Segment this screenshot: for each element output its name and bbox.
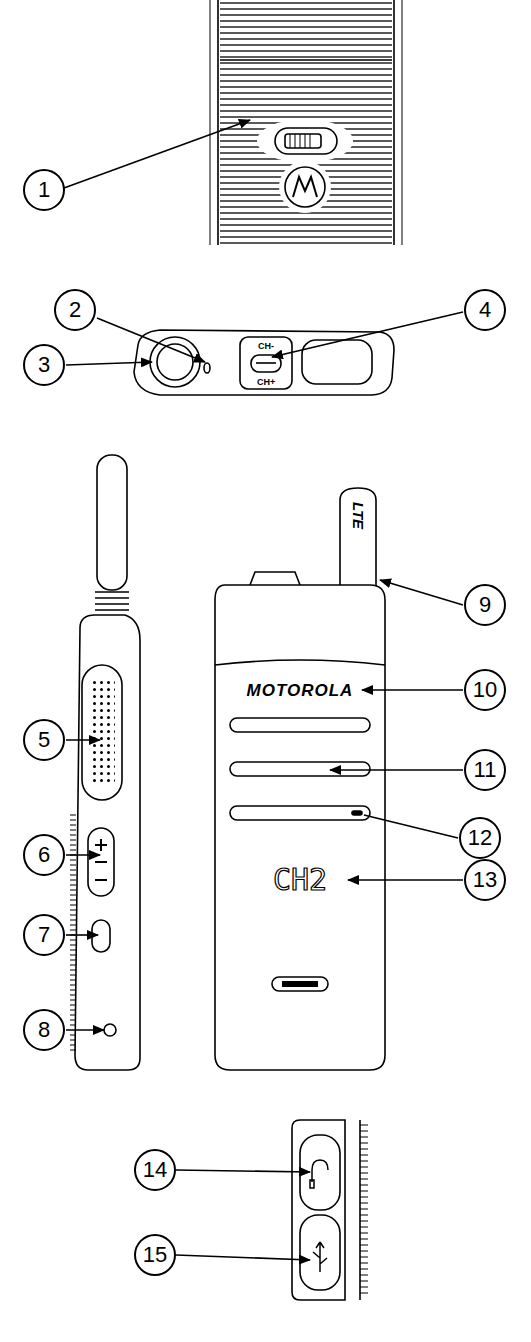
callout-number: 8 bbox=[23, 1009, 65, 1051]
channel-display: CH2 bbox=[273, 865, 327, 895]
callout-number: 4 bbox=[464, 289, 506, 331]
callout-number: 9 bbox=[464, 584, 506, 626]
knob-marking: CH+ bbox=[257, 378, 275, 387]
callout-number: 7 bbox=[23, 914, 65, 956]
callout-number: 12 bbox=[459, 817, 501, 859]
callout-number: 2 bbox=[54, 289, 96, 331]
callout-number: 14 bbox=[134, 1149, 176, 1191]
callout-number: 10 bbox=[464, 669, 506, 711]
callout-number: 15 bbox=[134, 1234, 176, 1276]
callout-number: 5 bbox=[23, 719, 65, 761]
callout-number: 13 bbox=[464, 859, 506, 901]
brand-logo: MOTOROLA bbox=[247, 682, 354, 699]
callout-number: 3 bbox=[23, 344, 65, 386]
callout-number: 6 bbox=[23, 834, 65, 876]
antenna-marking: LTE bbox=[351, 501, 366, 528]
callout-number: 11 bbox=[464, 749, 506, 791]
callout-number: 1 bbox=[23, 169, 65, 211]
knob-marking: CH- bbox=[258, 342, 274, 351]
